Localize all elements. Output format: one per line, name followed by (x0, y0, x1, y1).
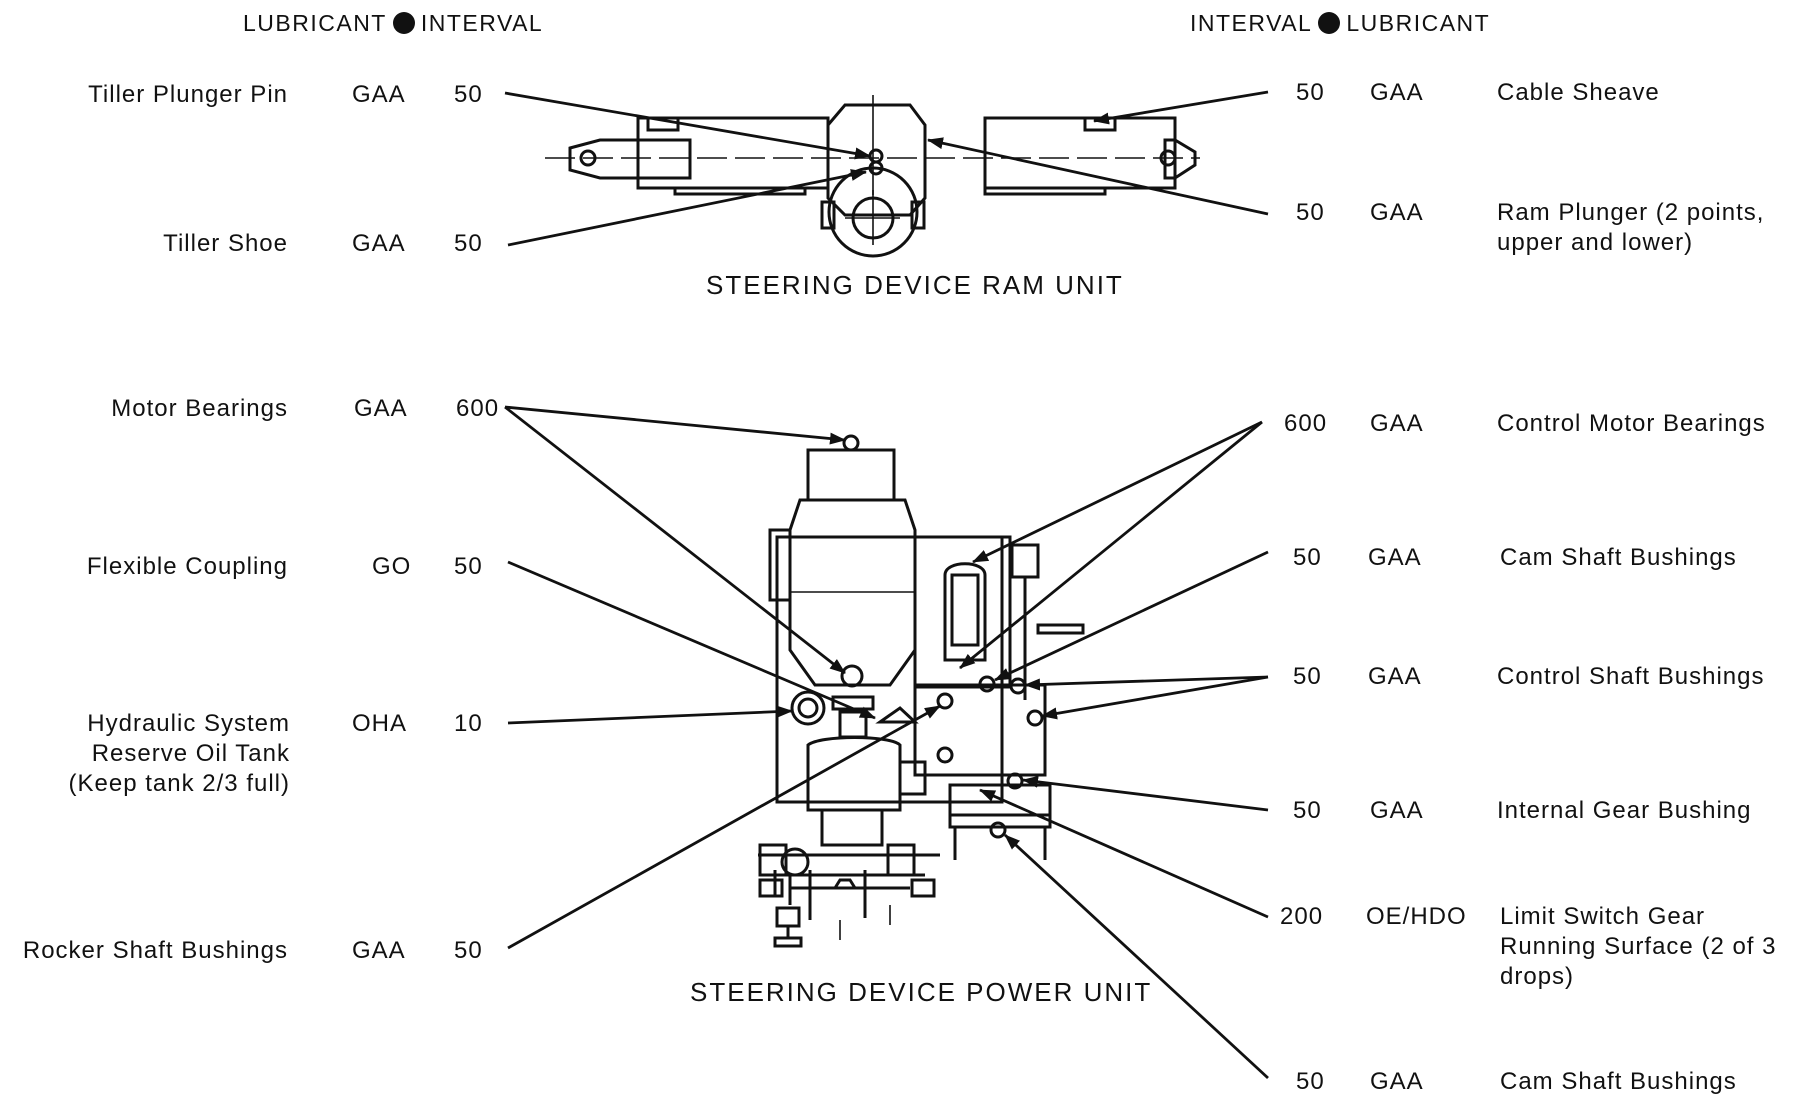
left-item-lubricant: OHA (352, 710, 408, 737)
left-item-name: Flexible Coupling (86, 553, 288, 580)
ram-unit-drawing (545, 95, 1200, 258)
right-item-lubricant: GAA (1368, 663, 1422, 690)
right-item-interval: 600 (1284, 410, 1328, 437)
right-item-name: Ram Plunger (2 points, upper and lower) (1497, 199, 1765, 256)
right-item-lubricant: OE/HDO (1366, 903, 1467, 930)
right-header-interval: INTERVAL (1190, 10, 1313, 36)
left-item-lubricant: GAA (352, 81, 406, 108)
left-item-name: Tiller Shoe (163, 230, 288, 257)
right-item-name: Cam Shaft Bushings (1500, 544, 1737, 571)
right-item-lubricant: GAA (1370, 1068, 1424, 1095)
left-item-interval: 600 (456, 395, 500, 422)
right-item-name: Limit Switch Gear Running Surface (2 of … (1500, 903, 1777, 990)
right-item-name: Internal Gear Bushing (1497, 797, 1752, 824)
left-item-interval: 50 (454, 230, 483, 257)
left-item-name: Rocker Shaft Bushings (22, 937, 288, 964)
right-item-name: Cable Sheave (1497, 79, 1660, 106)
right-item-lubricant: GAA (1370, 797, 1424, 824)
right-item-lubricant: GAA (1368, 544, 1422, 571)
right-item-lubricant: GAA (1370, 79, 1424, 106)
power-unit-caption: STEERING DEVICE POWER UNIT (690, 977, 1153, 1007)
left-item-interval: 50 (454, 81, 483, 108)
left-item-lubricant: GAA (352, 937, 406, 964)
right-item-interval: 50 (1296, 79, 1325, 106)
bullet-dot-icon (1318, 12, 1341, 34)
left-item-interval: 50 (454, 937, 483, 964)
left-item-interval: 50 (454, 553, 483, 580)
left-item-name: Hydraulic System Reserve Oil Tank (Keep … (68, 710, 290, 797)
left-item-lubricant: GO (372, 553, 412, 580)
ram-unit-caption: STEERING DEVICE RAM UNIT (706, 270, 1124, 300)
left-item-name: Tiller Plunger Pin (88, 81, 288, 108)
right-item-name: Cam Shaft Bushings (1500, 1068, 1737, 1095)
left-item-interval: 10 (454, 710, 483, 737)
left-header-lubricant: LUBRICANT (243, 10, 387, 36)
right-item-name: Control Shaft Bushings (1497, 663, 1765, 690)
right-item-interval: 50 (1293, 797, 1322, 824)
right-item-lubricant: GAA (1370, 410, 1424, 437)
bullet-dot-icon (392, 12, 415, 34)
left-item-lubricant: GAA (352, 230, 406, 257)
right-column-header: INTERVAL LUBRICANT (1190, 10, 1490, 37)
right-item-interval: 50 (1296, 199, 1325, 226)
left-item-name: Motor Bearings (111, 395, 288, 422)
power-unit-drawing (758, 434, 1085, 948)
right-item-interval: 50 (1293, 544, 1322, 571)
right-item-interval: 50 (1293, 663, 1322, 690)
right-item-interval: 50 (1296, 1068, 1325, 1095)
right-item-interval: 200 (1280, 903, 1324, 930)
left-header-interval: INTERVAL (420, 10, 544, 36)
right-item-lubricant: GAA (1370, 199, 1424, 226)
right-header-lubricant: LUBRICANT (1346, 10, 1491, 36)
left-item-lubricant: GAA (354, 395, 408, 422)
left-column-header: LUBRICANT INTERVAL (243, 10, 543, 37)
right-item-name: Control Motor Bearings (1497, 410, 1766, 437)
leader-lines (504, 90, 1269, 1080)
